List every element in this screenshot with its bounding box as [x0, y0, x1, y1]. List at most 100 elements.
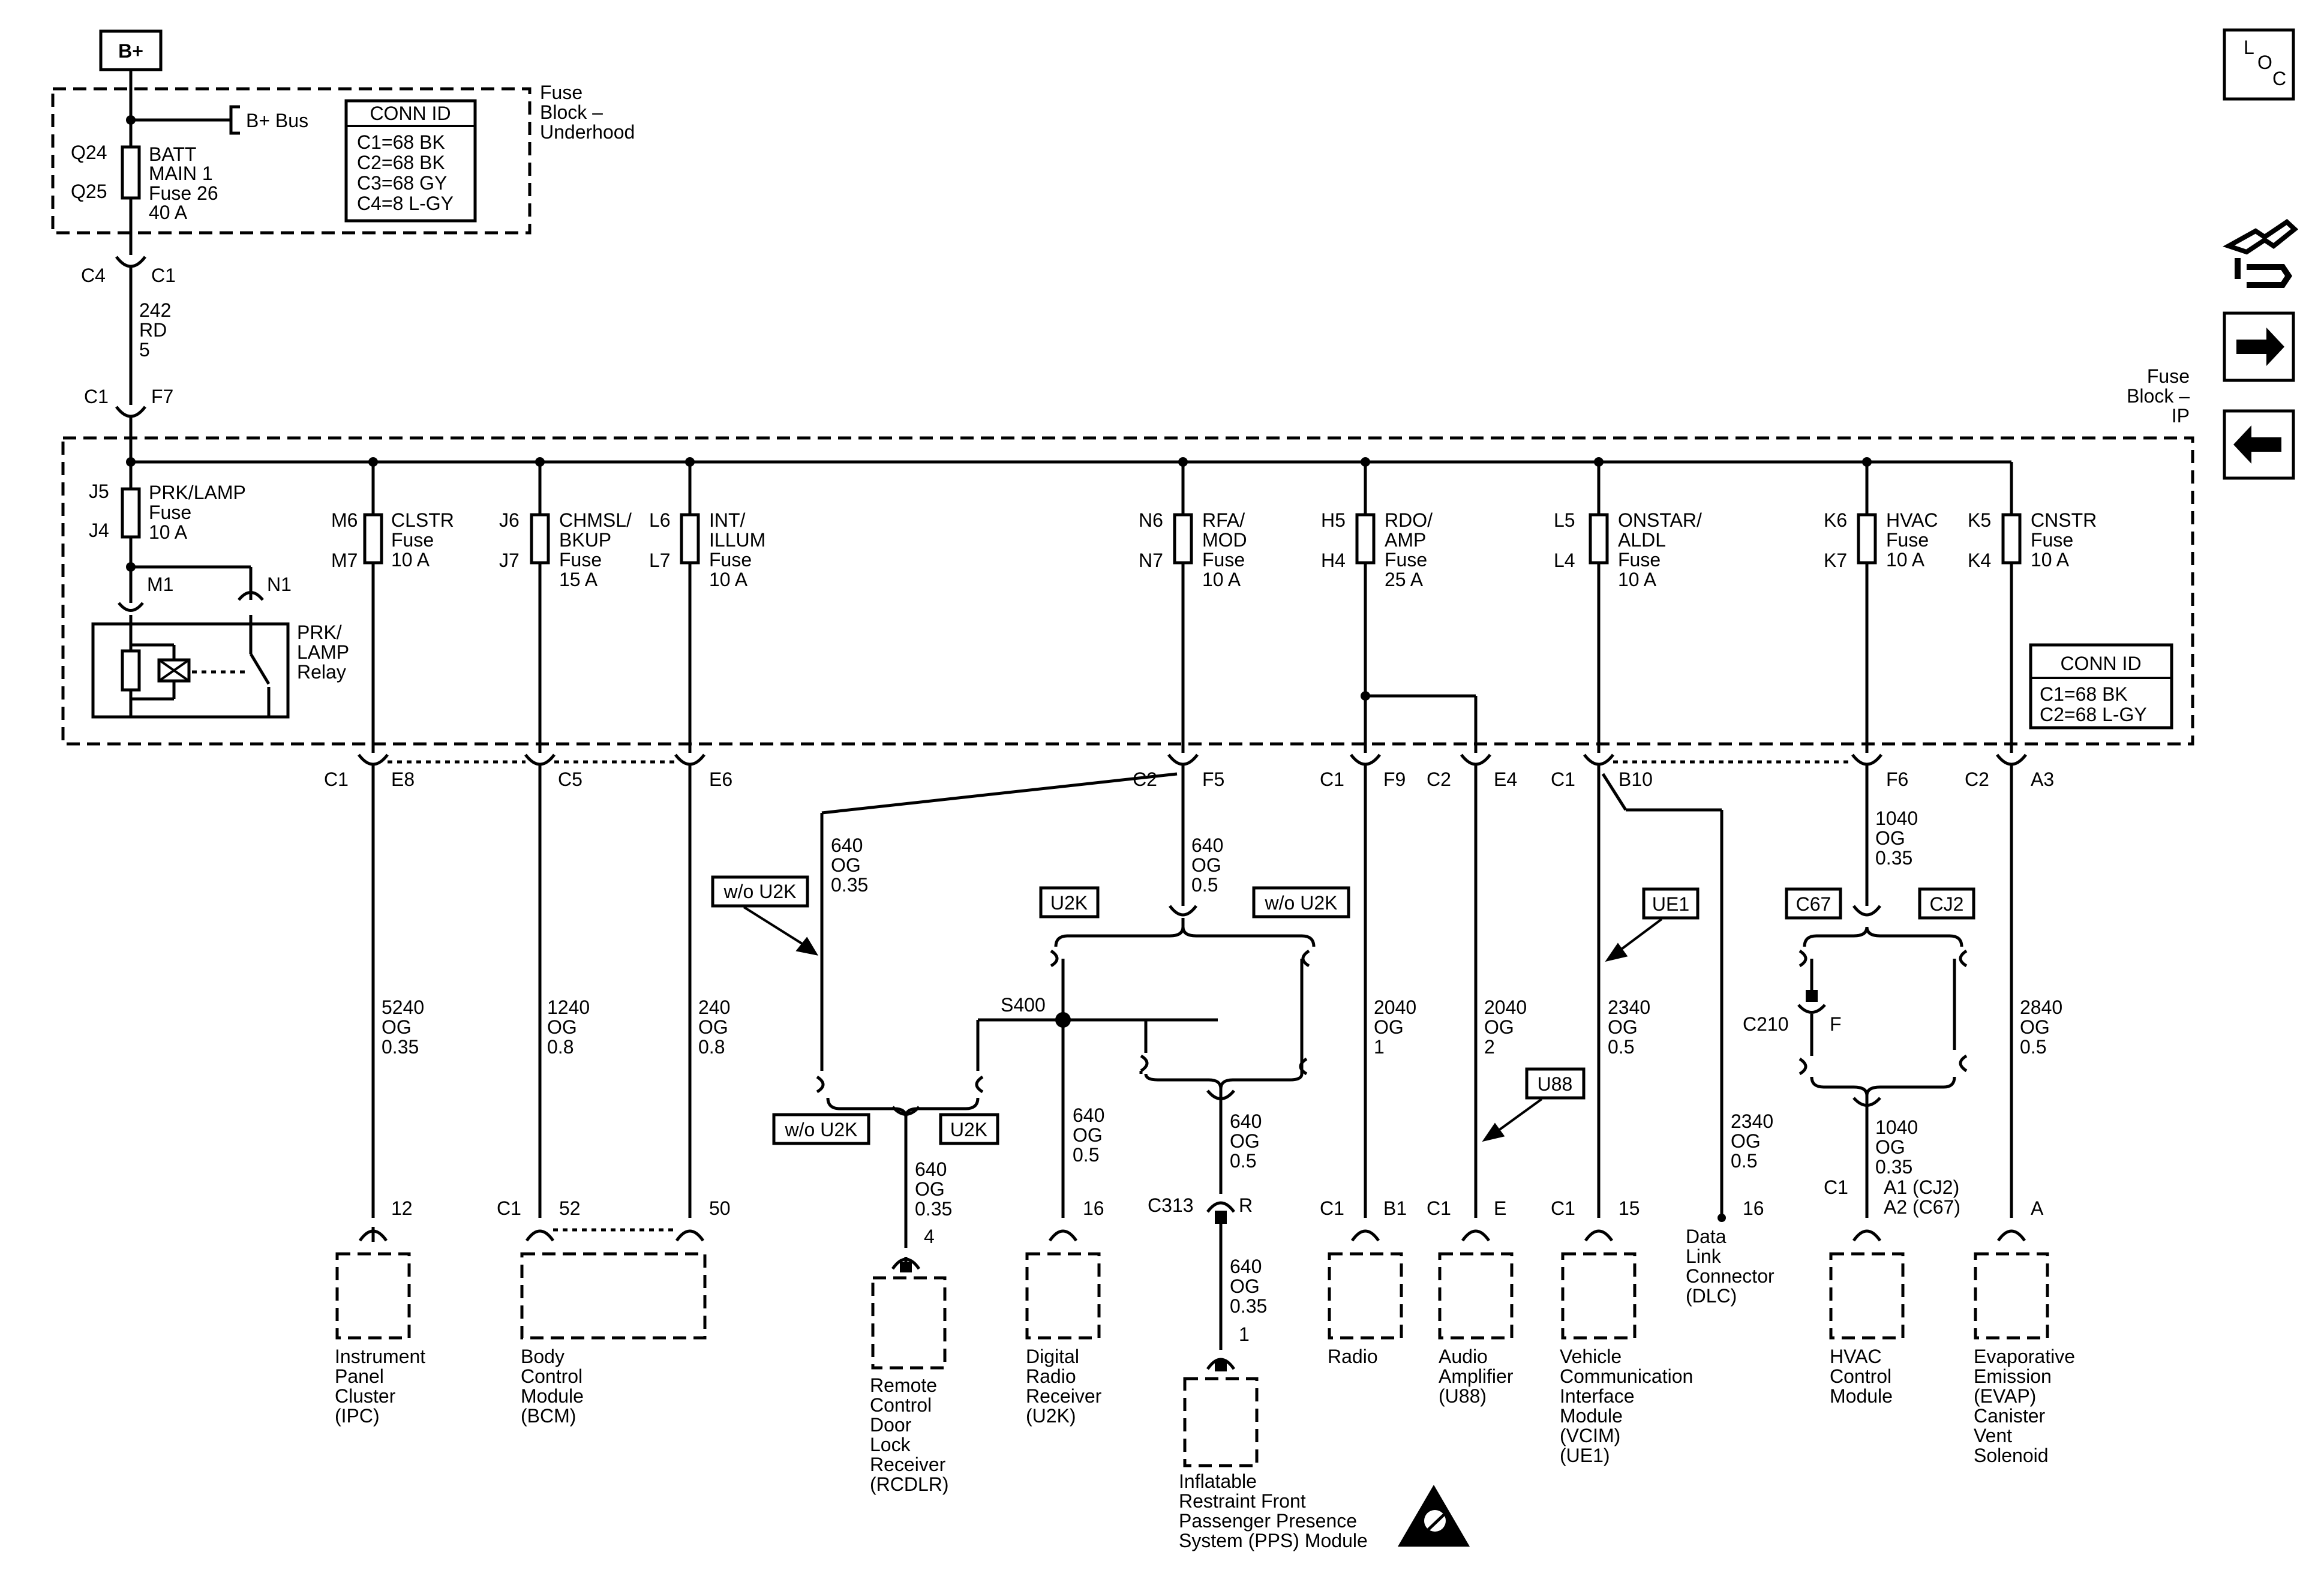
component-label: Solenoid: [1974, 1445, 2049, 1466]
fuse-label: 10 A: [1886, 549, 1925, 571]
pin-label: B1: [1383, 1197, 1407, 1219]
fuse-pin: H4: [1321, 550, 1346, 571]
pin-label: 15: [1619, 1197, 1640, 1219]
ip-block-label: Fuse: [2147, 365, 2190, 387]
option-label: UE1: [1652, 893, 1689, 915]
connector-label: C1: [84, 386, 109, 407]
batt-main-fuse: [121, 145, 141, 200]
wire-label: RD: [139, 319, 167, 341]
wire-label: 0.5: [1608, 1036, 1634, 1058]
wire-label: OG: [1608, 1016, 1638, 1038]
option-wo-u2k-left: [711, 875, 809, 908]
fuse-label: Fuse: [1202, 549, 1245, 571]
component-label: Canister: [1974, 1405, 2046, 1427]
splice-label: F: [1830, 1013, 1842, 1035]
cnstr-fuse: [2001, 513, 2022, 565]
loc-letter: L: [2244, 37, 2254, 58]
underhood-conn-id-line: C4=8 L-GY: [357, 193, 454, 214]
fuse-label: Fuse: [149, 502, 191, 523]
fuse-pin: K7: [1824, 550, 1847, 571]
pin-label: C1: [1824, 1176, 1848, 1198]
wire-label: OG: [1191, 854, 1221, 876]
fuse-label: 10 A: [391, 549, 430, 571]
next-arrow-button[interactable]: [2223, 311, 2295, 382]
wire-label: 0.35: [831, 874, 868, 896]
ip-fuse-block: [61, 436, 2194, 746]
wire-label: 0.5: [2020, 1036, 2046, 1058]
underhood-label-1: Fuse: [540, 82, 582, 103]
relay-pin: M1: [147, 574, 173, 595]
relay-label: LAMP: [297, 641, 349, 663]
wire-label: 0.35: [915, 1198, 952, 1220]
fuse-label: INT/: [709, 509, 746, 531]
component-label: Receiver: [1026, 1385, 1102, 1407]
option-label: w/o U2K: [1265, 892, 1338, 914]
fuse-label: CLSTR: [391, 509, 454, 531]
component-label: Module: [521, 1385, 584, 1407]
radio-module: [1328, 1252, 1403, 1340]
connector-label: E8: [391, 769, 415, 790]
rdo-amp-fuse: [1355, 513, 1376, 565]
ip-conn-id: [2029, 643, 2173, 730]
wire-label: 640: [915, 1158, 947, 1180]
underhood-conn-id-title: CONN ID: [370, 103, 451, 124]
underhood-conn-id: [344, 99, 477, 223]
wire-label: 2840: [2020, 996, 2062, 1018]
connector-label: C2: [1427, 769, 1451, 790]
fuse-pin: J6: [499, 509, 520, 531]
wire-label: 0.5: [1073, 1144, 1099, 1166]
ipc-module: [335, 1252, 411, 1340]
loc-letter: C: [2272, 68, 2286, 89]
component-label: Data: [1686, 1226, 1727, 1247]
wire-label: 2040: [1374, 996, 1416, 1018]
wire-label: OG: [1484, 1016, 1514, 1038]
fuse-pin: L6: [649, 509, 671, 531]
component-label: Communication: [1560, 1365, 1693, 1387]
component-label: Lock: [870, 1434, 911, 1455]
fuse-pin: K6: [1824, 509, 1847, 531]
prev-arrow-button[interactable]: [2223, 409, 2295, 480]
fuse-label: MAIN 1: [149, 163, 213, 184]
wire-label: 5: [139, 339, 150, 361]
relay-pin: N1: [267, 574, 292, 595]
prk-lamp-fuse: [121, 487, 141, 539]
loc-button[interactable]: L O C: [2223, 28, 2295, 101]
connector-label: C4: [81, 265, 106, 286]
splice-label: R: [1239, 1194, 1253, 1216]
prk-lamp-relay: [91, 622, 290, 719]
wire-label: 0.35: [1875, 847, 1912, 869]
option-label: w/o U2K: [723, 881, 797, 902]
wire-label: 0.8: [698, 1036, 725, 1058]
wire-label: OG: [1875, 827, 1905, 849]
connector-label: E6: [709, 769, 732, 790]
fuse-label: RFA/: [1202, 509, 1245, 531]
pin-label: A1 (CJ2): [1884, 1176, 1959, 1198]
wire-label: 0.8: [547, 1036, 574, 1058]
fuse-pin: Q25: [71, 181, 107, 202]
fuse-pin: Q24: [71, 142, 107, 163]
swap-arrows-icon[interactable]: [2223, 218, 2299, 288]
connector-symbol: [115, 256, 146, 268]
wire-label: 0.35: [1875, 1156, 1912, 1178]
component-label: (U2K): [1026, 1405, 1076, 1427]
connector-label: C1: [151, 265, 176, 286]
component-label: (DLC): [1686, 1285, 1737, 1307]
bplus-label: B+: [118, 40, 143, 62]
fuse-label: 10 A: [709, 569, 748, 590]
component-label: (EVAP): [1974, 1385, 2036, 1407]
connector-label: C1: [1320, 769, 1344, 790]
underhood-conn-id-line: C2=68 BK: [357, 152, 445, 173]
option-label: U2K: [1050, 892, 1088, 914]
fuse-pin: J5: [89, 481, 109, 502]
ip-conn-id-line: C1=68 BK: [2040, 683, 2128, 705]
fuse-pin: M7: [331, 550, 358, 571]
component-label: Evaporative: [1974, 1346, 2075, 1367]
connector-label: F7: [151, 386, 173, 407]
wire-label: 0.35: [1230, 1295, 1267, 1317]
fuse-label: 10 A: [2031, 549, 2070, 571]
fuse-pin: L5: [1554, 509, 1575, 531]
bplus-bus-label: B+ Bus: [246, 110, 308, 131]
vcim-module: [1561, 1252, 1637, 1340]
wire-label: OG: [1230, 1130, 1260, 1152]
connector-label: C1: [324, 769, 349, 790]
